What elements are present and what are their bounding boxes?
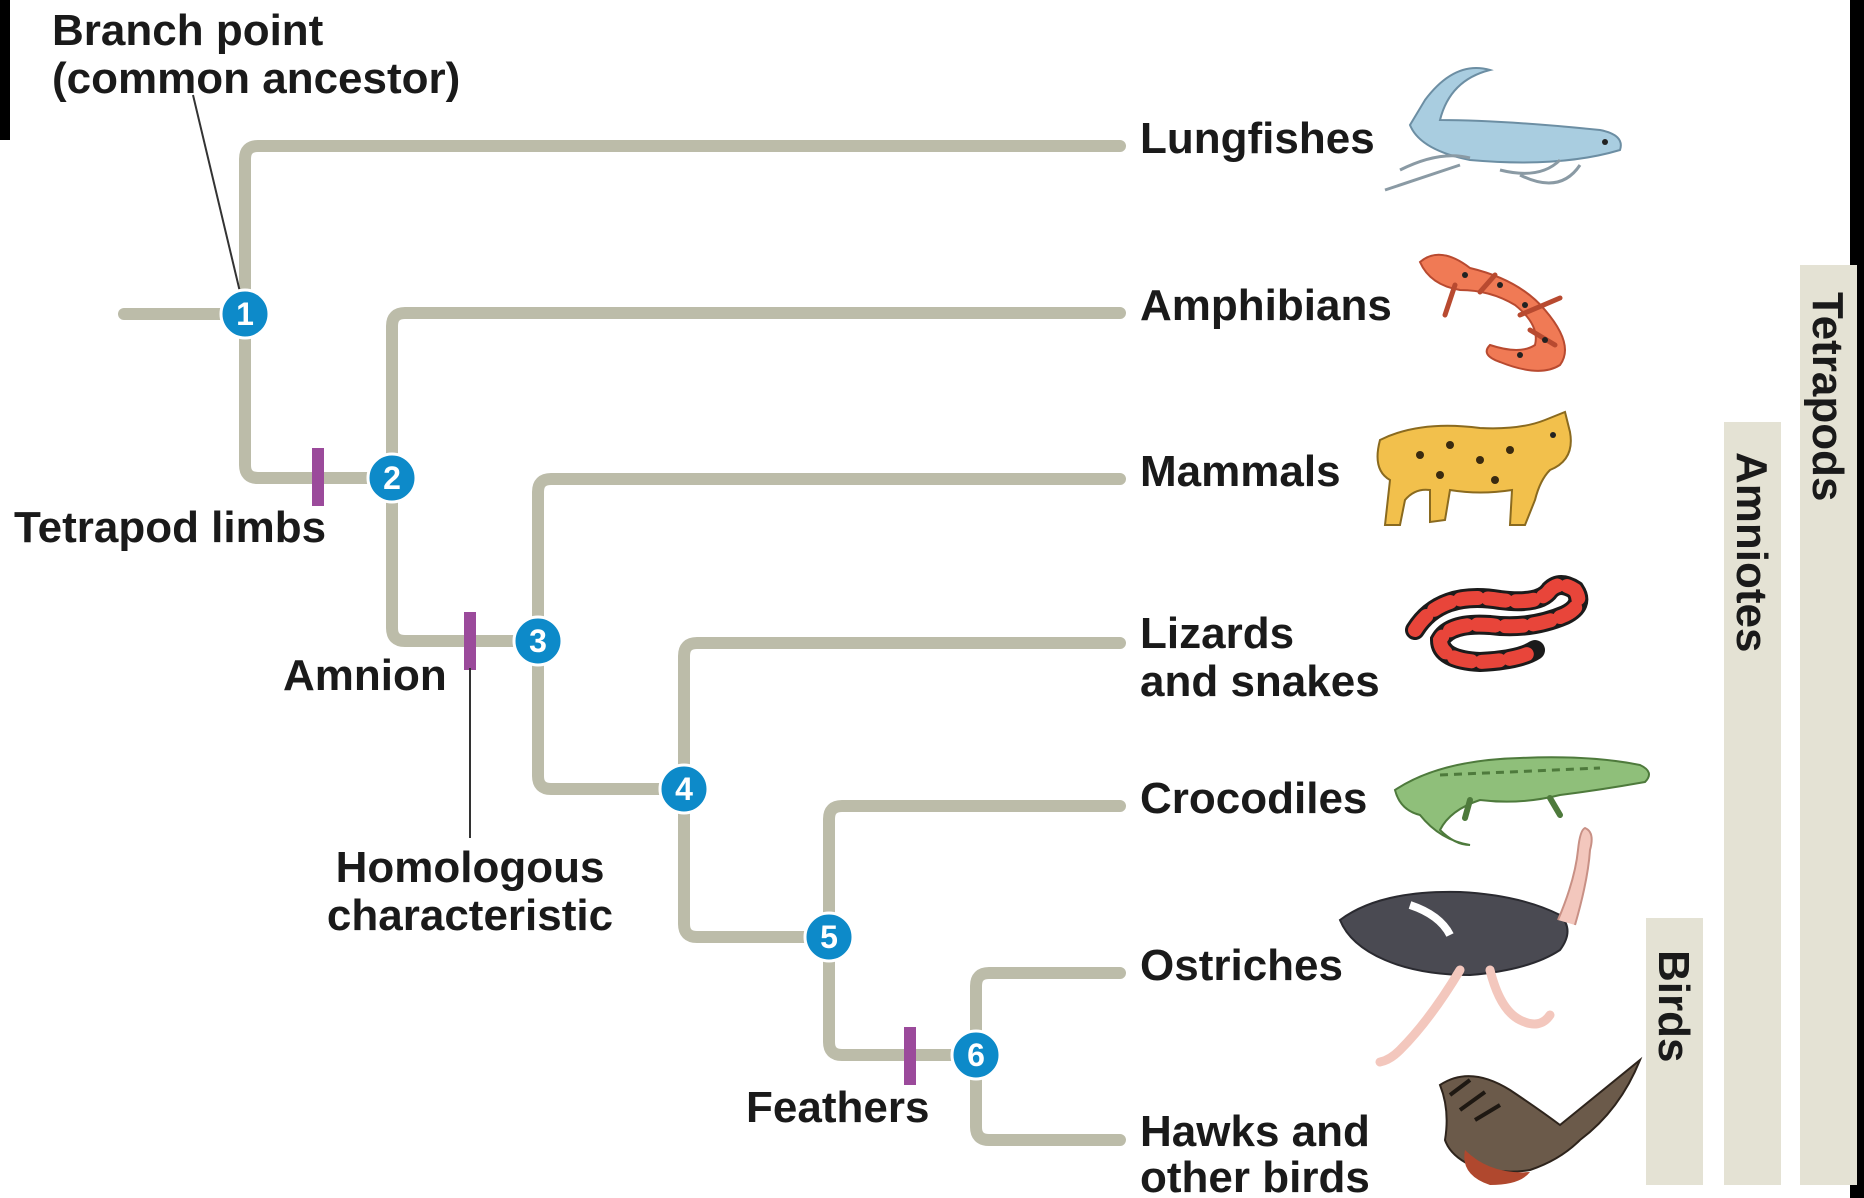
- tetrapod-limbs-label: Tetrapod limbs: [14, 503, 326, 552]
- taxon-lungfishes-label: Lungfishes: [1140, 114, 1375, 163]
- homologous-label-line2: characteristic: [327, 891, 613, 940]
- branch-point-label-line2: (common ancestor): [52, 54, 460, 103]
- node-6-number: 6: [967, 1037, 985, 1073]
- node-6: 6: [952, 1031, 1000, 1079]
- taxon-hawks-label-line1: Hawks and: [1140, 1107, 1370, 1156]
- node-4: 4: [660, 765, 708, 813]
- tetrapod-limbs-mark: [312, 448, 324, 506]
- feathers-label: Feathers: [746, 1083, 929, 1132]
- birds-label: Birds: [1649, 950, 1698, 1062]
- node-2: 2: [368, 454, 416, 502]
- tetrapods-label: Tetrapods: [1803, 292, 1852, 501]
- node-2-number: 2: [383, 460, 401, 496]
- node-3: 3: [514, 617, 562, 665]
- amnion-label: Amnion: [283, 651, 447, 700]
- taxon-ostriches-label: Ostriches: [1140, 941, 1343, 990]
- homologous-label-line1: Homologous: [336, 843, 605, 892]
- taxon-lizards-label-line2: and snakes: [1140, 657, 1380, 706]
- figure-background-left: [0, 140, 10, 1198]
- node-3-number: 3: [529, 623, 547, 659]
- node-5: 5: [805, 913, 853, 961]
- taxon-amphibians-label: Amphibians: [1140, 281, 1392, 330]
- taxon-lizards-label-line1: Lizards: [1140, 609, 1294, 658]
- amnion-mark: [464, 612, 476, 670]
- node-1: 1: [221, 290, 269, 338]
- taxon-mammals-label: Mammals: [1140, 447, 1341, 496]
- node-1-number: 1: [236, 296, 254, 332]
- taxon-crocodiles-label: Crocodiles: [1140, 774, 1367, 823]
- feathers-mark: [904, 1027, 916, 1085]
- taxon-hawks-label-line2: other birds: [1140, 1153, 1370, 1198]
- amniotes-label: Amniotes: [1727, 452, 1776, 652]
- node-4-number: 4: [675, 771, 693, 807]
- node-5-number: 5: [820, 919, 838, 955]
- branch-point-label-line1: Branch point: [52, 6, 324, 55]
